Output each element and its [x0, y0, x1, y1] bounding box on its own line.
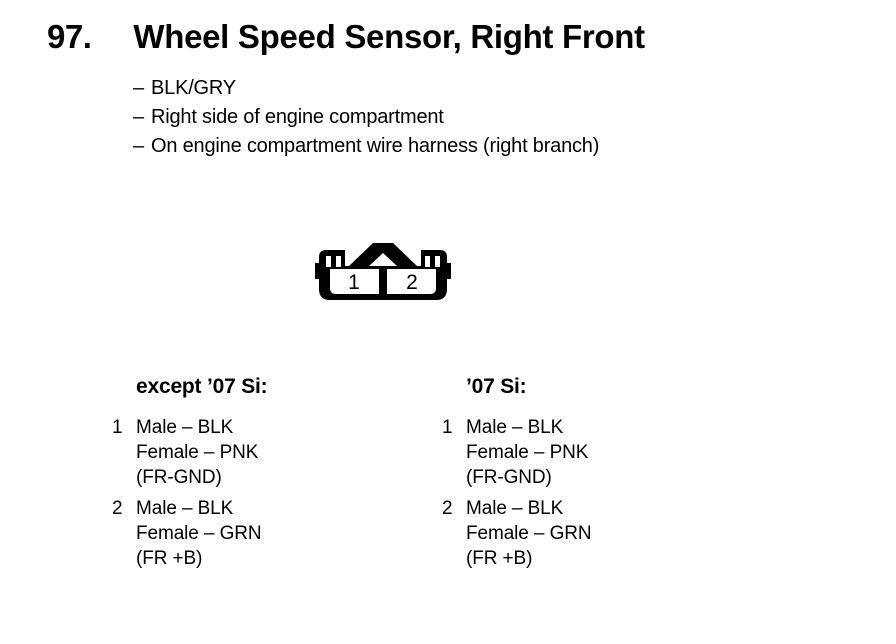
list-item: –On engine compartment wire harness (rig…: [133, 132, 599, 161]
legend-pin-row: 2 Male – BLK Female – GRN (FR +B): [442, 496, 592, 571]
legend-column-except-07-si: except ’07 Si: 1 Male – BLK Female – PNK…: [112, 375, 268, 577]
list-item-label: BLK/GRY: [151, 77, 236, 99]
page-header: 97. Wheel Speed Sensor, Right Front: [47, 20, 645, 53]
legend-pin-line: Male – BLK: [466, 417, 564, 438]
legend-pin-index: 2: [112, 498, 123, 519]
legend-pin-line: (FR-GND): [466, 467, 552, 488]
legend-pin-line: Female – GRN: [466, 523, 592, 544]
legend-column-07-si: ’07 Si: 1 Male – BLK Female – PNK (FR-GN…: [442, 376, 592, 577]
pin-legend: except ’07 Si: 1 Male – BLK Female – PNK…: [0, 376, 896, 586]
legend-pin-row: 2 Male – BLK Female – GRN (FR +B): [112, 496, 267, 571]
dash-icon: –: [133, 77, 144, 99]
connector-outline-icon: 1 2: [315, 243, 451, 300]
legend-pin-detail: Male – BLK Female – PNK (FR-GND): [136, 415, 258, 490]
legend-pin-index: 1: [442, 417, 453, 438]
legend-pin-line: Male – BLK: [136, 417, 234, 438]
connector-pin-1-label: 1: [348, 271, 360, 294]
page-title: Wheel Speed Sensor, Right Front: [133, 18, 645, 55]
description-list: –BLK/GRY –Right side of engine compartme…: [133, 74, 599, 161]
list-item-label: On engine compartment wire harness (righ…: [151, 135, 600, 157]
legend-pin-line: Female – PNK: [466, 442, 589, 463]
legend-pin-detail: Male – BLK Female – GRN (FR +B): [466, 496, 592, 571]
legend-pin-row: 1 Male – BLK Female – PNK (FR-GND): [442, 415, 592, 490]
connector-diagram: 1 2: [311, 228, 455, 304]
list-item: –Right side of engine compartment: [133, 103, 599, 132]
legend-pin-row: 1 Male – BLK Female – PNK (FR-GND): [112, 415, 267, 490]
legend-column-heading: except ’07 Si:: [136, 375, 268, 398]
legend-pin-detail: Male – BLK Female – GRN (FR +B): [136, 496, 262, 571]
legend-pin-line: Male – BLK: [136, 498, 234, 519]
connector-pin-2-label: 2: [406, 271, 418, 294]
legend-pin-line: (FR-GND): [136, 467, 222, 488]
legend-pin-index: 2: [442, 498, 453, 519]
dash-icon: –: [133, 106, 144, 128]
legend-pin-detail: Male – BLK Female – PNK (FR-GND): [466, 415, 588, 490]
legend-pin-index: 1: [112, 417, 123, 438]
legend-pin-line: Male – BLK: [466, 498, 564, 519]
dash-icon: –: [133, 135, 144, 157]
list-item: –BLK/GRY: [133, 74, 599, 103]
legend-pin-line: (FR +B): [136, 548, 203, 569]
entry-number: 97.: [47, 18, 92, 55]
list-item-label: Right side of engine compartment: [151, 106, 444, 128]
legend-pin-line: Female – PNK: [136, 442, 259, 463]
legend-pin-line: Female – GRN: [136, 523, 262, 544]
legend-pin-line: (FR +B): [466, 548, 533, 569]
legend-column-heading: ’07 Si:: [466, 375, 527, 398]
